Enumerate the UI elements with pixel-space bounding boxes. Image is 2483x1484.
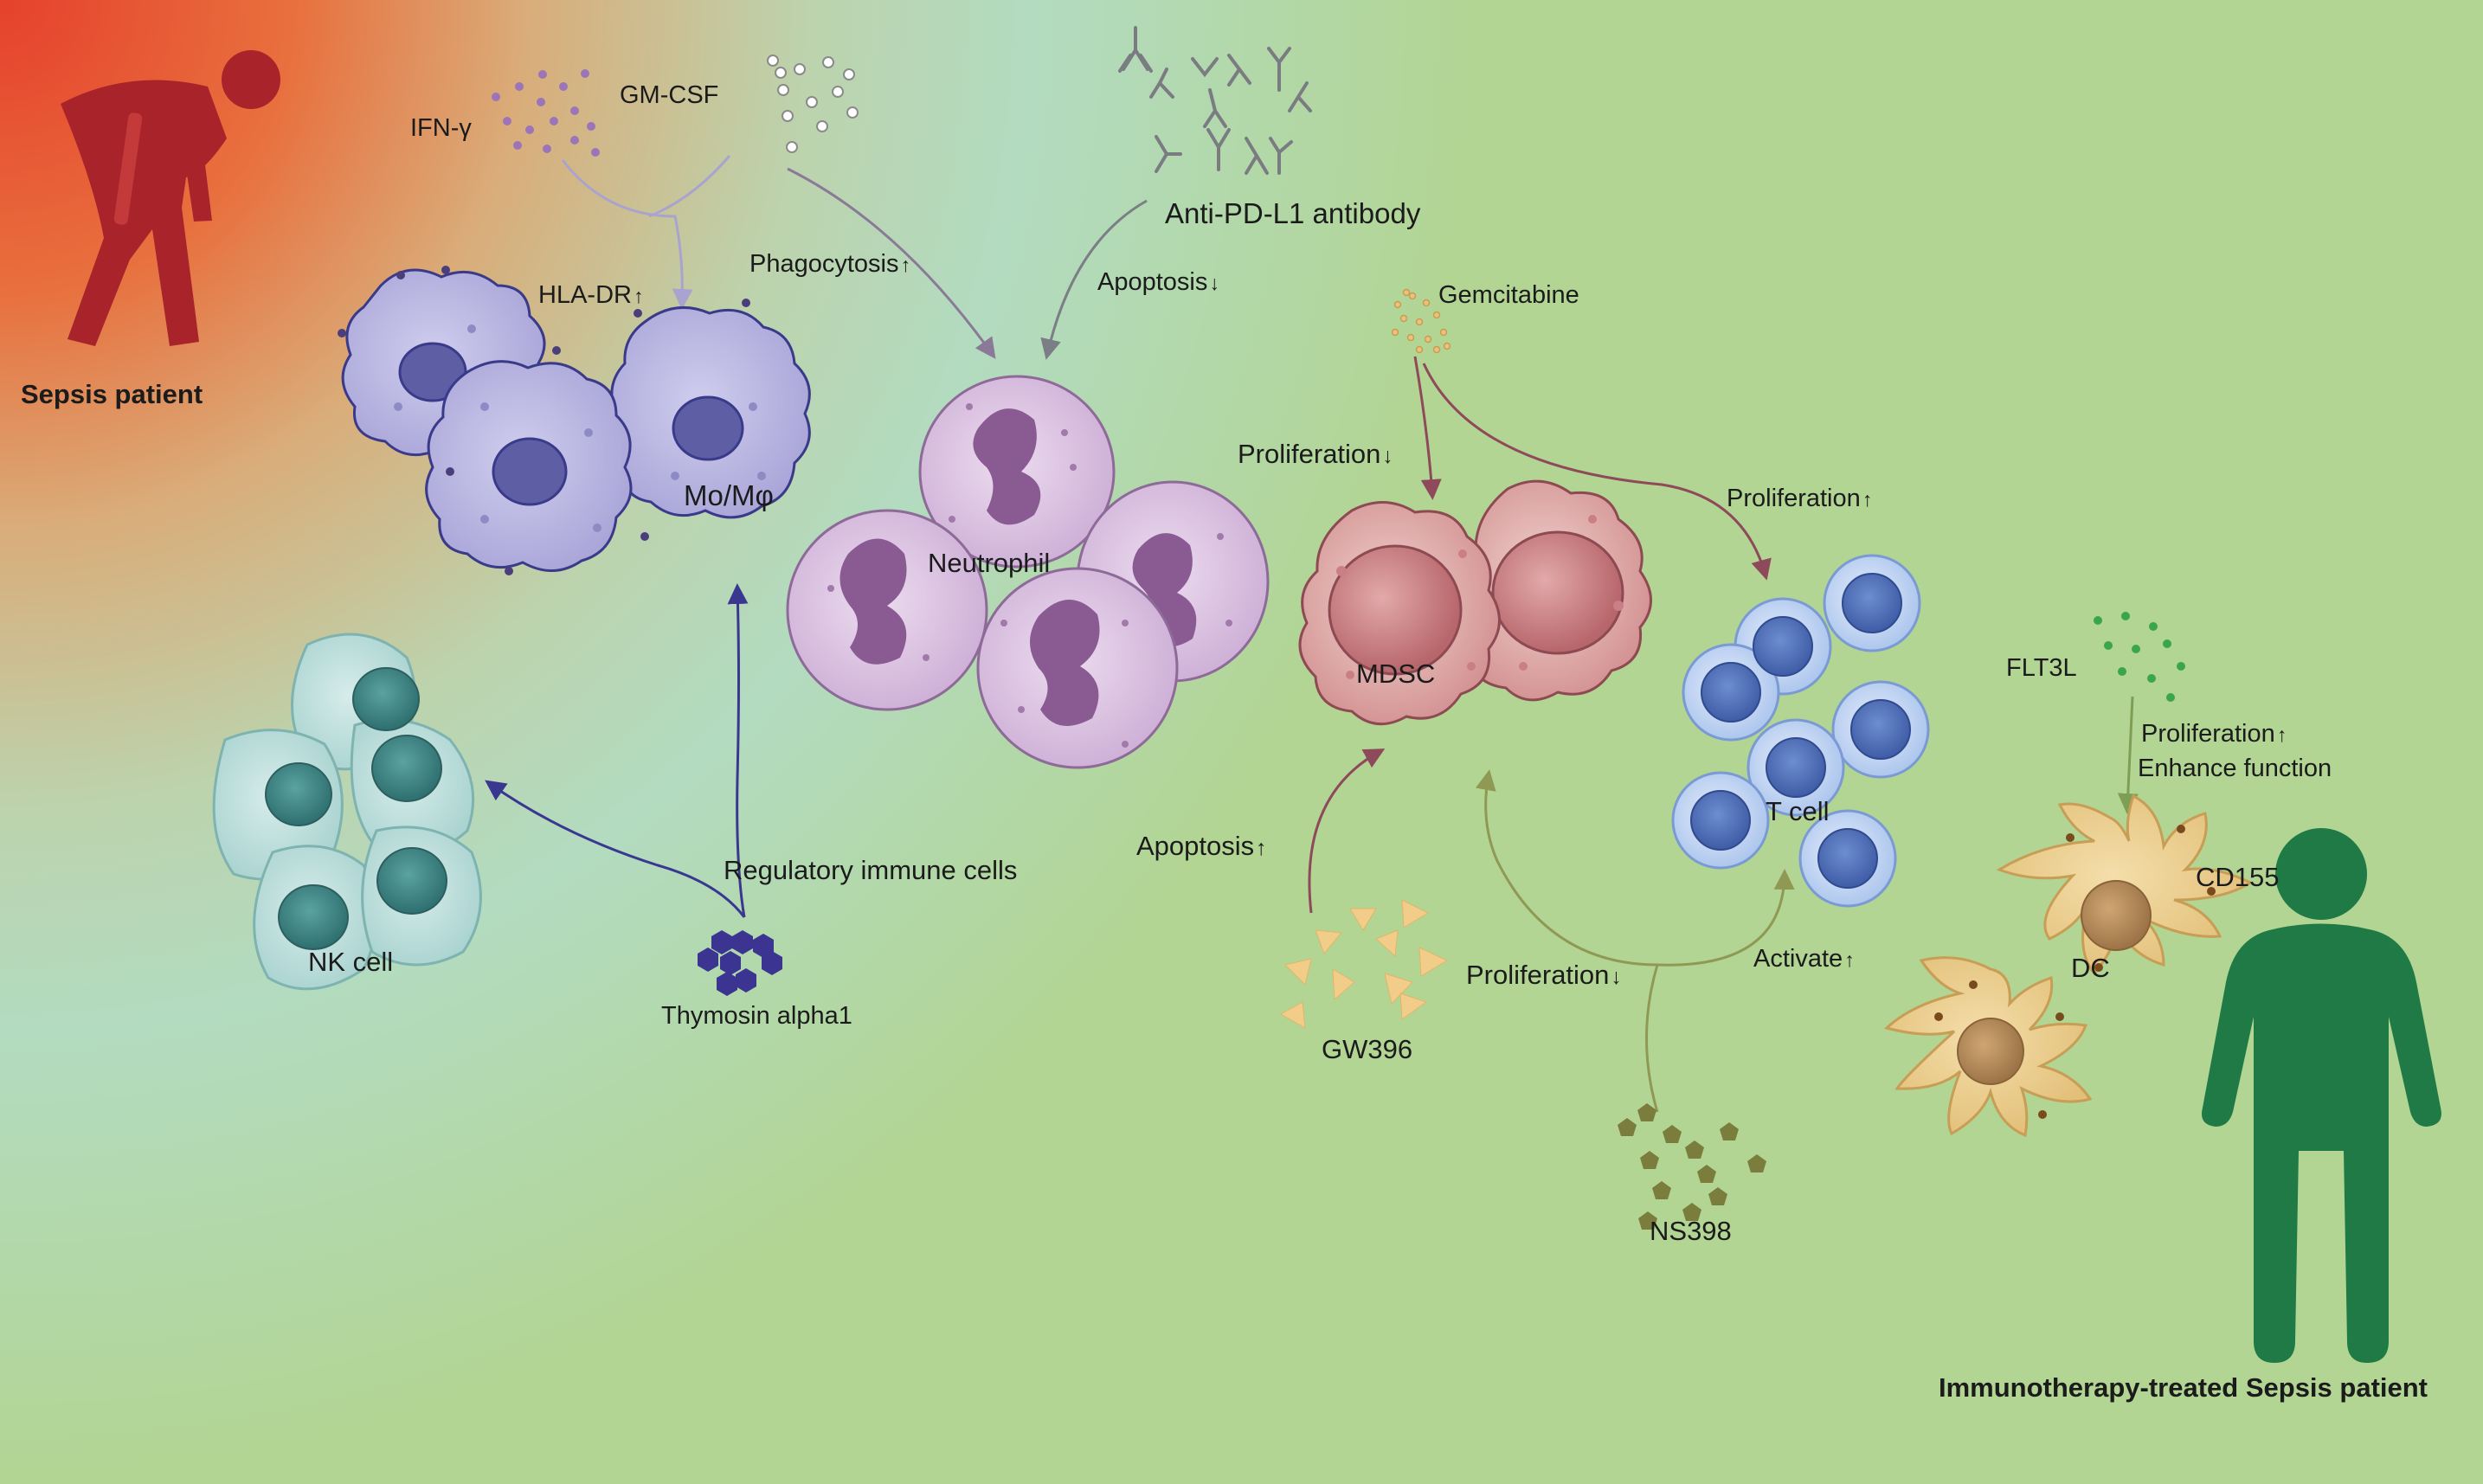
antibody-to-neutrophil-arrow (1040, 199, 1148, 360)
gw396-triangles (1279, 899, 1449, 1029)
anti-pd-l1-label: Anti-PD-L1 antibody (1165, 197, 1421, 229)
gm-csf-label: GM-CSF (620, 81, 719, 109)
gemcitabine-to-tcell-arrow (1422, 363, 1772, 581)
gm-csf-to-macrophage-arrow (648, 155, 731, 218)
regulatory-immune-cells-label: Regulatory immune cells (724, 855, 1018, 885)
ns398-to-mdsc-arrow (1475, 769, 1658, 967)
thymosin-alpha1-label: Thymosin alpha1 (661, 1002, 852, 1030)
enhance-function-label: Enhance function (2138, 755, 2332, 782)
dc-label: DC (2071, 953, 2110, 983)
mdsc-label: MDSC (1356, 658, 1436, 689)
thymosin-to-nk-arrow (485, 780, 746, 918)
phagocytosis-effect: Phagocytosis↑ (749, 250, 911, 278)
sick-patient-label: Sepsis patient (21, 379, 203, 409)
t-cell-proliferation-effect: Proliferation↑ (1727, 485, 1873, 512)
ns398-label: NS398 (1650, 1216, 1732, 1246)
nk-cell-cluster (212, 633, 482, 991)
macrophage-cluster (338, 266, 811, 575)
mdsc-proliferation-effect: Proliferation↓ (1238, 439, 1393, 469)
mdsc-cluster (1298, 479, 1652, 726)
flt3l-to-dc-arrow (2117, 696, 2139, 814)
sick-patient-figure (61, 50, 280, 346)
anti-pd-l1-antibodies (1118, 26, 1312, 175)
gm-csf-dots (767, 55, 859, 153)
thymosin-hexagons (698, 930, 782, 996)
gm-csf-to-neutrophil-arrow (787, 167, 996, 359)
neutrophil-apoptosis-effect: Apoptosis↓ (1097, 268, 1219, 296)
t-cell-label: T cell (1766, 796, 1830, 826)
thymosin-to-macrophage-arrow (727, 583, 749, 918)
dendritic-cell-cluster (1883, 793, 2253, 1138)
flt3l-dots (2094, 612, 2185, 702)
macrophage-label: Mo/Mφ (684, 479, 774, 511)
gw396-to-mdsc-arrow (1308, 748, 1386, 914)
gemcitabine-label: Gemcitabine (1438, 281, 1579, 309)
ns398-proliferation-effect: Proliferation↓ (1466, 960, 1622, 990)
neutrophil-label: Neutrophil (928, 548, 1051, 578)
nk-cell-label: NK cell (308, 947, 394, 977)
treated-patient-figure (2202, 828, 2441, 1363)
treated-patient-label: Immunotherapy-treated Sepsis patient (1939, 1372, 2428, 1403)
dc-proliferation-effect: Proliferation↑ (2141, 720, 2287, 748)
ifn-gamma-to-macrophage-arrow (561, 159, 693, 310)
mdsc-apoptosis-effect: Apoptosis↑ (1136, 831, 1267, 861)
neutrophil-cluster (786, 375, 1270, 769)
flt3l-label: FLT3L (2006, 654, 2077, 682)
ifn-gamma-dots (492, 69, 600, 157)
activate-effect: Activate↑ (1753, 945, 1855, 973)
gemcitabine-to-mdsc-arrow (1413, 356, 1442, 500)
hla-dr-effect: HLA-DR↑ (538, 281, 644, 309)
cd155-label: CD155 (2196, 862, 2280, 892)
ifn-gamma-label: IFN-γ (410, 114, 472, 142)
ns398-stem-arrow (1645, 964, 1659, 1113)
t-cell-cluster (1671, 554, 1930, 908)
gemcitabine-dots (1391, 288, 1451, 354)
gw396-label: GW396 (1322, 1034, 1413, 1064)
ns398-to-tcell-arrow (1656, 869, 1795, 967)
ns398-pentagons (1618, 1103, 1766, 1230)
